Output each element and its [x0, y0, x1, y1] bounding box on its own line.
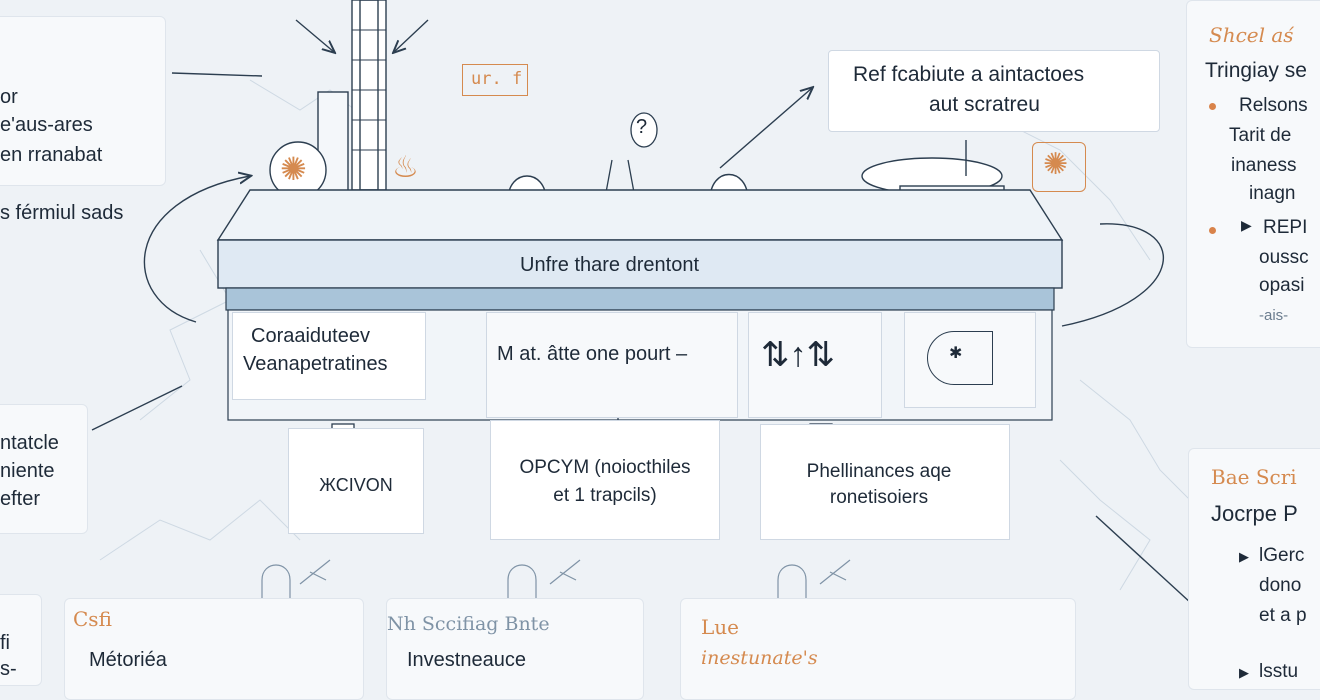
arrow-right-icon: ▶: [1241, 217, 1252, 233]
bullet-dot: [1209, 103, 1216, 110]
bottom-card-2: Nh Sccifiag Bnte Investneauce: [386, 598, 644, 700]
right-bottom-item-line: dono: [1259, 575, 1302, 596]
right-top-item-line: oussc: [1259, 247, 1309, 268]
top-callout-line: aut scratreu: [929, 93, 1040, 116]
bottom-card-heading: Nh Sccifiag Bnte: [387, 613, 550, 635]
gear-icon: ✺: [1043, 148, 1069, 181]
lower-panel-1: Coraaiduteev Veanapetratines: [232, 312, 426, 400]
bottom-card-heading: Csfi: [73, 607, 112, 631]
bottom-card-body: Métoriéa: [89, 649, 167, 671]
lower-panel-4: ✱: [904, 312, 1036, 408]
left-note-card-bottom: [0, 594, 42, 686]
right-top-footer: -ais-: [1259, 307, 1289, 324]
left-note-line: or: [0, 86, 18, 108]
panel-line: Veanapetratines: [243, 353, 388, 375]
hand-icon: ♨: [392, 151, 419, 184]
right-bottom-card: Bae Scri Jocrpe P ▶ lGerc dono et a p ▶ …: [1188, 448, 1320, 690]
bottom-card-heading: Lue: [701, 615, 739, 639]
dome-icon: [927, 331, 993, 385]
left-note-card-top: [0, 16, 166, 186]
arrow-right-icon: ▶: [1239, 549, 1249, 564]
left-note-line: en rranabat: [0, 144, 103, 166]
right-top-item-line: opasi: [1259, 275, 1305, 296]
left-note-line: fi: [0, 632, 10, 654]
top-tag-label: ur. f: [471, 69, 523, 89]
box-line: ronetisoiers: [829, 487, 929, 508]
top-callout: Ref fcabiute a aintactoes aut scratreu: [828, 50, 1160, 132]
left-note-line: s férmiul sads: [0, 202, 124, 224]
gear-badge: ✺: [1032, 142, 1086, 192]
box-line: et 1 trapcils): [553, 485, 657, 506]
bullet-dot: [1209, 227, 1216, 234]
right-bottom-item-line: et a p: [1259, 605, 1307, 626]
right-top-item-line: REPI: [1263, 217, 1308, 238]
right-bottom-title: Jocrpe P: [1211, 501, 1298, 526]
left-note-line: niente: [0, 460, 55, 482]
bottom-card-1: Csfi Métoriéa: [64, 598, 364, 700]
panel-line: Coraaiduteev: [251, 325, 370, 347]
question-icon: ?: [636, 116, 648, 138]
bottom-card-subheading: inestunate's: [701, 647, 818, 669]
left-note-line: efter: [0, 488, 41, 510]
lower-panel-2: M at. âtte one pourt –: [486, 312, 738, 418]
left-note-line: s-: [0, 658, 17, 680]
right-top-title: Tringiay se: [1205, 59, 1307, 82]
box-1: ЖСІVON: [288, 428, 424, 534]
right-bottom-item-line: lsstu: [1259, 661, 1299, 682]
right-bottom-heading: Bae Scri: [1211, 465, 1297, 489]
box-line: Phellinances aqe: [806, 461, 952, 482]
sun-icon: ✺: [280, 151, 307, 187]
lower-panel-3: ⇅↑⇅: [748, 312, 882, 418]
box-3: Phellinances aqe ronetisoiers: [760, 424, 1010, 540]
platform-label: Unfre thare drentont: [520, 254, 699, 276]
arrow-right-icon: ▶: [1239, 665, 1249, 680]
bottom-card-body: Investneauce: [407, 649, 526, 671]
top-callout-line: Ref fcabiute a aintactoes: [853, 63, 1085, 86]
top-tag: ur. f: [462, 64, 528, 96]
panel-line: M at. âtte one pourt –: [497, 343, 688, 365]
right-top-heading: Shcel aś: [1209, 23, 1294, 47]
right-top-card: Shcel aś Tringiay se Relsons Tarit de in…: [1186, 0, 1320, 348]
box-line: ЖСІVON: [319, 475, 393, 495]
left-note-line: e'aus-ares: [0, 114, 93, 136]
right-top-item-line: inagn: [1249, 183, 1296, 204]
right-top-item-line: inaness: [1231, 155, 1297, 176]
right-bottom-item-line: lGerc: [1259, 545, 1305, 566]
left-note-card-lower: [0, 404, 88, 534]
right-top-item-line: Relsons: [1239, 95, 1308, 116]
arrows-icon: ⇅↑⇅: [761, 336, 835, 374]
bottom-card-3: Lue inestunate's: [680, 598, 1076, 700]
box-line: OPCYM (noiocthiles: [519, 457, 691, 478]
bug-icon: ✱: [949, 345, 963, 362]
right-top-item-line: Tarit de: [1229, 125, 1292, 146]
box-2: OPCYM (noiocthiles et 1 trapcils): [490, 420, 720, 540]
left-note-line: ntatcle: [0, 432, 59, 454]
